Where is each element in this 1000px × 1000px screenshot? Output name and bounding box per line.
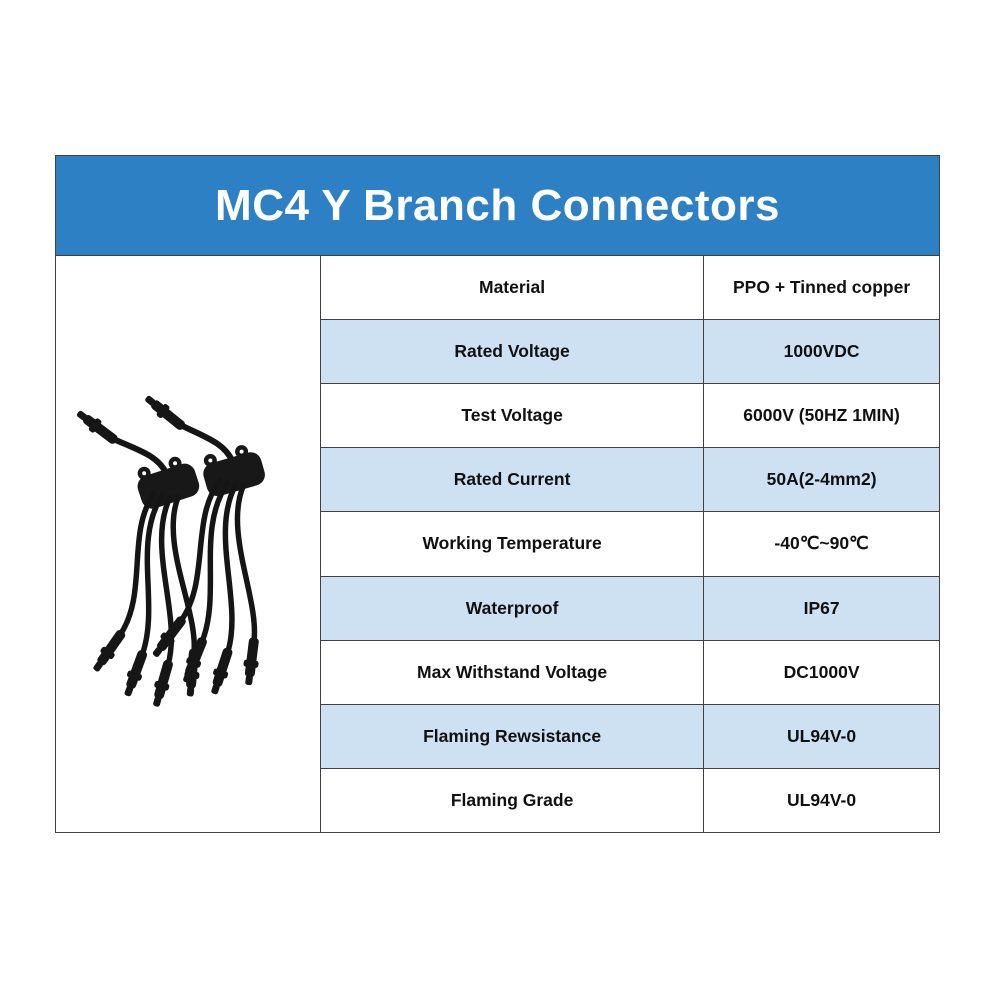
spec-value: UL94V-0 [787, 789, 857, 810]
spec-card: MC4 Y Branch Connectors [55, 155, 940, 833]
spec-value: -40℃~90℃ [774, 533, 869, 554]
spec-value: IP67 [803, 597, 840, 618]
spec-label: Rated Voltage [321, 320, 705, 384]
spec-label: Flaming Grade [321, 768, 705, 832]
spec-label: Max Withstand Voltage [321, 640, 705, 704]
table-row: Test Voltage 6000V (50HZ 1MIN) [321, 384, 939, 449]
table-row: Max Withstand Voltage DC1000V [321, 640, 939, 705]
spec-value: 6000V (50HZ 1MIN) [743, 405, 900, 426]
table-row: Rated Voltage 1000VDC [321, 320, 939, 385]
product-image-cell [56, 256, 321, 832]
table-row: Waterproof IP67 [321, 576, 939, 641]
spec-label: Rated Current [321, 448, 705, 512]
table-row: Flaming Rewsistance UL94V-0 [321, 704, 939, 769]
spec-label: Test Voltage [321, 384, 705, 448]
spec-value: UL94V-0 [787, 725, 857, 746]
page-title: MC4 Y Branch Connectors [56, 156, 939, 256]
spec-label: Material [321, 256, 705, 320]
spec-value: PPO + Tinned copper [733, 277, 911, 298]
table-row: Material PPO + Tinned copper [321, 256, 939, 321]
spec-label: Flaming Rewsistance [321, 704, 705, 768]
product-image [56, 256, 321, 832]
table-row: Working Temperature -40℃~90℃ [321, 512, 939, 577]
table-row: Rated Current 50A(2-4mm2) [321, 448, 939, 513]
spec-label: Waterproof [321, 576, 705, 640]
spec-value: 1000VDC [783, 341, 860, 362]
table-row: Flaming Grade UL94V-0 [321, 768, 939, 832]
spec-value: 50A(2-4mm2) [766, 469, 877, 490]
spec-value: DC1000V [783, 661, 860, 682]
spec-label: Working Temperature [321, 512, 705, 576]
spec-table: Material PPO + Tinned copper Rated Volta… [321, 256, 939, 832]
spec-content: Material PPO + Tinned copper Rated Volta… [56, 256, 939, 832]
